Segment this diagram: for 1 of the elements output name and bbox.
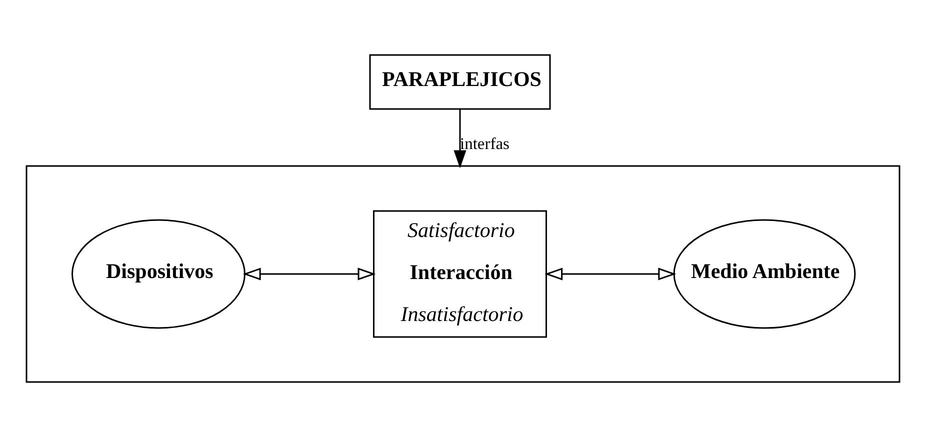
edge-label: interfas <box>460 134 510 153</box>
